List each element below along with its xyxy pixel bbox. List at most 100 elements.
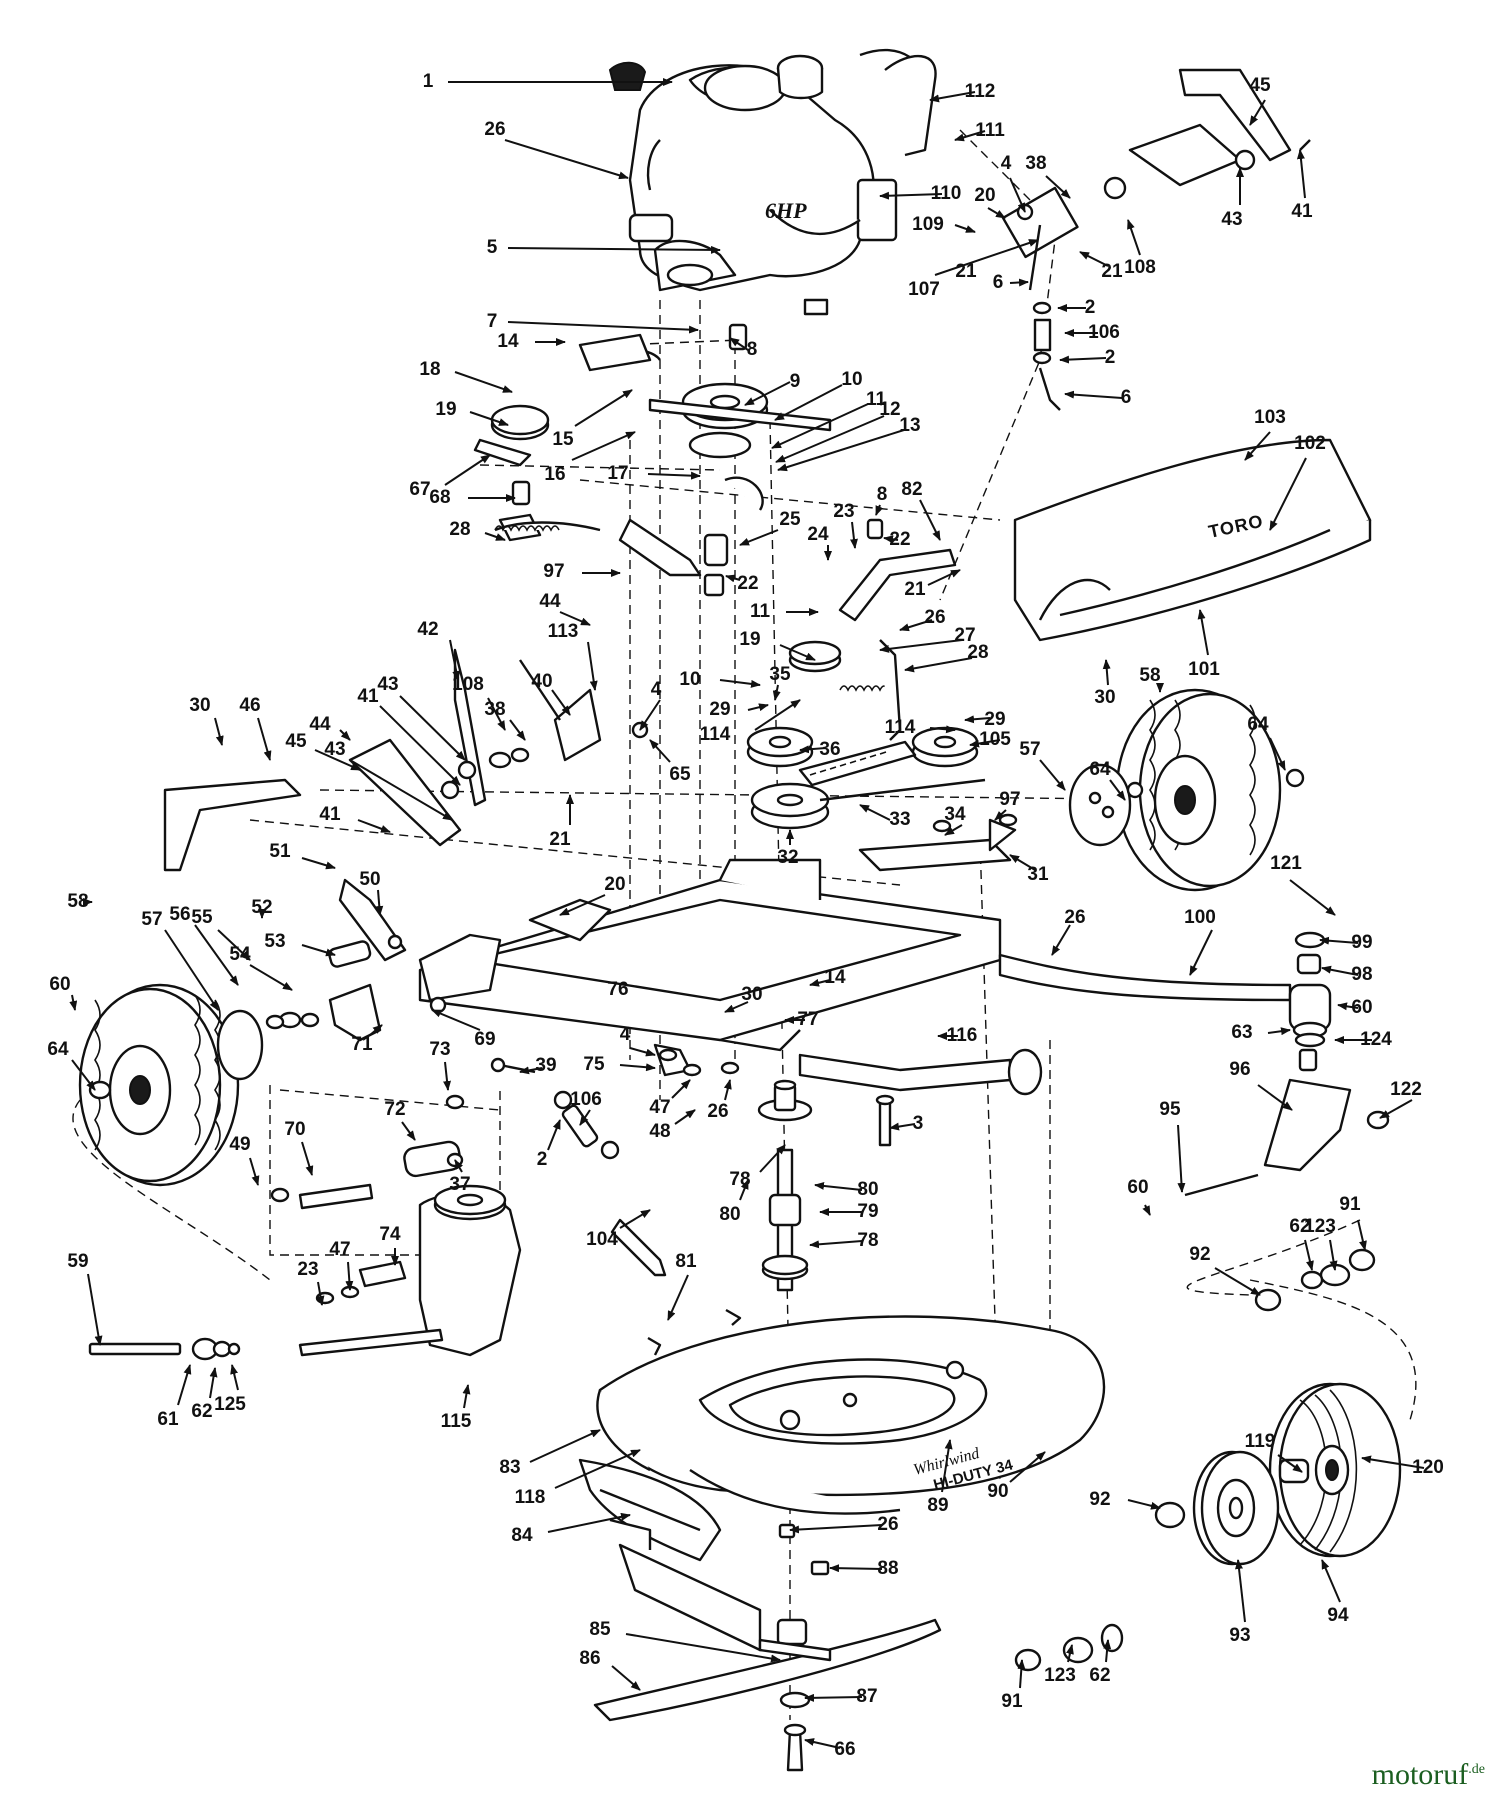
callout-leader — [559, 894, 606, 916]
callout-leader — [1109, 779, 1126, 801]
callout-c98: 98 — [1321, 964, 1373, 985]
part-number-label: 108 — [1124, 257, 1156, 278]
callout-leader — [619, 1209, 651, 1229]
part-number-label: 14 — [497, 331, 519, 352]
callout-c41c: 41 — [1291, 149, 1313, 222]
part-number-label: 30 — [189, 695, 210, 716]
callout-leader — [579, 1109, 591, 1126]
part-number-label: 99 — [1351, 932, 1372, 953]
part-number-label: 116 — [947, 1025, 978, 1046]
part-number-label: 12 — [879, 399, 900, 420]
part-number-label: 92 — [1089, 1489, 1110, 1510]
callout-leader — [209, 1367, 218, 1399]
callout-c89: 89 — [927, 1439, 953, 1516]
part-number-label: 106 — [1088, 322, 1120, 343]
callout-c14a: 14 — [497, 331, 566, 352]
callout-c121: 121 — [1270, 853, 1336, 916]
part-number-label: 111 — [975, 120, 1005, 141]
callout-leader — [899, 619, 933, 632]
callout-c30a: 30 — [189, 695, 224, 746]
callout-leader — [1197, 609, 1209, 656]
callout-c81: 81 — [667, 1251, 697, 1321]
callout-c39: 39 — [519, 1055, 557, 1076]
callout-leader — [1039, 759, 1066, 791]
part-number-label: 22 — [737, 573, 758, 594]
part-number-label: 8 — [877, 484, 888, 505]
part-number-label: 28 — [449, 519, 470, 540]
callout-c44b: 44 — [309, 714, 351, 741]
part-number-label: 11 — [750, 601, 771, 622]
part-number-label: 62 — [1289, 1216, 1310, 1237]
part-number-label: 50 — [359, 869, 380, 890]
callout-leader — [629, 1047, 656, 1057]
callout-c26e: 26 — [789, 1514, 899, 1535]
part-number-label: 9 — [790, 371, 801, 392]
callout-leader — [1361, 1455, 1425, 1469]
callout-c58a: 58 — [67, 891, 93, 912]
part-number-label: 81 — [675, 1251, 697, 1272]
part-number-label: 27 — [954, 625, 975, 646]
callout-c38a: 38 — [484, 699, 526, 741]
callout-c53: 53 — [264, 931, 336, 957]
part-number-label: 108 — [452, 674, 484, 695]
callout-c91b: 91 — [1001, 1659, 1026, 1712]
callout-c62a: 62 — [1289, 1216, 1314, 1271]
part-number-label: 88 — [877, 1558, 898, 1579]
rear-roller — [1014, 1382, 1402, 1672]
part-number-label: 110 — [931, 183, 962, 204]
callout-c21c: 21 — [955, 261, 977, 282]
part-number-label: 45 — [1249, 75, 1271, 96]
callout-leader — [1066, 1644, 1074, 1663]
callout-c10b: 10 — [679, 669, 761, 690]
part-number-label: 26 — [707, 1101, 728, 1122]
part-number-label: 109 — [912, 214, 944, 235]
part-number-label: 105 — [979, 729, 1011, 750]
part-number-label: 44 — [539, 591, 561, 612]
callout-leader — [929, 725, 956, 734]
part-number-label: 10 — [841, 369, 862, 390]
part-number-label: 61 — [157, 1409, 179, 1430]
part-number-label: 79 — [857, 1201, 878, 1222]
callout-leader — [1289, 879, 1336, 916]
part-number-label: 47 — [329, 1239, 350, 1260]
callout-c6a: 6 — [993, 272, 1029, 293]
chassis-frame — [418, 858, 1292, 1147]
callout-leader — [889, 1122, 916, 1131]
callout-c93: 93 — [1229, 1559, 1251, 1646]
callout-c10a: 10 — [774, 369, 863, 421]
callout-leader — [719, 679, 761, 688]
part-number-label: 90 — [987, 1481, 1008, 1502]
part-number-label: 119 — [1245, 1431, 1276, 1452]
callout-c119: 119 — [1245, 1431, 1303, 1473]
callout-leader — [799, 745, 827, 754]
callout-c11b: 11 — [750, 601, 819, 622]
part-number-label: 76 — [607, 979, 628, 1000]
part-number-label: 104 — [586, 1229, 618, 1250]
callout-c65: 65 — [649, 739, 691, 785]
callout-c18: 18 — [419, 359, 513, 393]
callout-c2a: 2 — [537, 1119, 561, 1170]
callout-leader — [547, 1119, 561, 1151]
callout-c92a: 92 — [1189, 1244, 1261, 1296]
part-number-label: 1 — [423, 71, 434, 92]
callout-c49: 49 — [229, 1134, 260, 1186]
callout-c57b: 57 — [1019, 739, 1066, 791]
callout-c57a: 57 — [141, 909, 219, 1011]
callout-c62b: 62 — [191, 1367, 218, 1422]
part-number-label: 80 — [719, 1204, 740, 1225]
callout-c32: 32 — [777, 829, 799, 868]
part-number-label: 123 — [1304, 1216, 1336, 1237]
callout-c50: 50 — [359, 869, 384, 916]
callout-leader — [399, 695, 466, 761]
callout-leader — [771, 403, 869, 449]
callout-leader — [507, 321, 699, 334]
callout-c2c: 2 — [1059, 347, 1115, 368]
part-number-label: 43 — [1221, 209, 1242, 230]
part-number-label: 21 — [904, 579, 926, 600]
part-number-label: 38 — [484, 699, 505, 720]
callout-c8a: 8 — [729, 337, 757, 360]
callout-leader — [507, 245, 721, 254]
callout-leader — [739, 529, 779, 546]
mower-blade — [593, 1618, 942, 1772]
